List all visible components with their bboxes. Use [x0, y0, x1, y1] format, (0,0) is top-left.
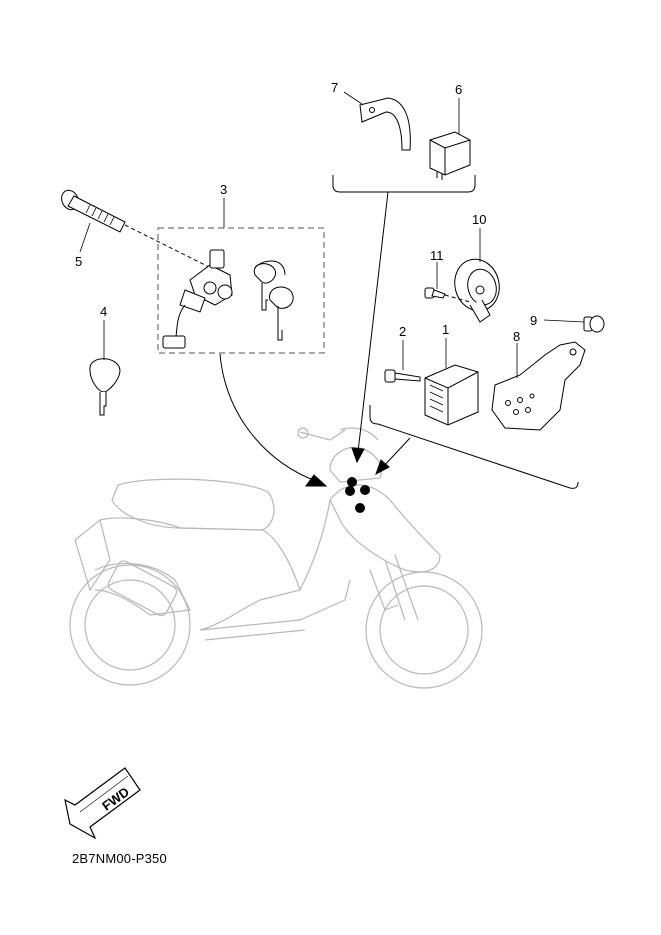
callout-9: 9: [530, 313, 537, 328]
callout-3: 3: [220, 182, 227, 197]
part-3-group-box: [157, 227, 325, 354]
scooter-outline: [69, 427, 483, 689]
callout-1: 1: [442, 322, 449, 337]
key-part-4: [89, 358, 121, 416]
callout-6: 6: [455, 82, 462, 97]
callout-8: 8: [513, 329, 520, 344]
relay-part-6: [429, 131, 471, 180]
part-1-2-8-9-10-11-bracket: [369, 405, 579, 489]
bolt-part-5: [61, 189, 216, 271]
main-switch-part-3: [162, 249, 294, 349]
callout-5: 5: [75, 254, 82, 269]
horn-part-10: [454, 258, 500, 323]
bracket-part-7: [359, 97, 411, 151]
regulator-part-1: [424, 364, 479, 426]
callout-numbers: 1 2 3 4 5 6 7 8 9 10 11: [75, 80, 537, 344]
callout-7: 7: [331, 80, 338, 95]
grommet-part-9: [583, 315, 605, 333]
callout-2: 2: [399, 324, 406, 339]
part-6-7-bracket: [332, 175, 476, 193]
stay-part-8: [491, 341, 586, 431]
fwd-arrow-icon: FWD: [64, 767, 141, 840]
leader-lines: [79, 91, 585, 378]
diagram-code: 2B7NM00-P350: [72, 851, 167, 866]
callout-11: 11: [430, 248, 444, 263]
bolt-part-2: [384, 369, 421, 383]
callout-4: 4: [100, 304, 107, 319]
callout-10: 10: [472, 212, 486, 227]
location-dots: [345, 477, 370, 513]
location-arrows: [219, 191, 411, 487]
screw-part-11: [424, 287, 471, 303]
